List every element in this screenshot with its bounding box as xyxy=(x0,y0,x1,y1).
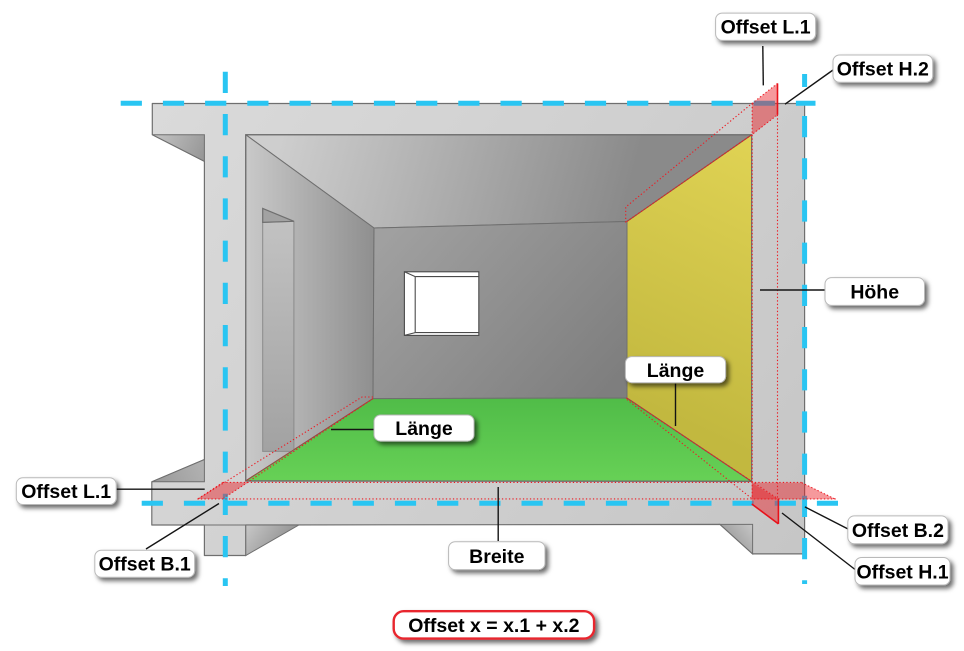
svg-text:Länge: Länge xyxy=(395,418,453,440)
svg-text:Höhe: Höhe xyxy=(850,282,899,304)
svg-text:Offset H.2: Offset H.2 xyxy=(837,58,929,80)
svg-text:Offset B.2: Offset B.2 xyxy=(852,520,944,542)
svg-text:Breite: Breite xyxy=(469,546,524,568)
svg-text:Offset x = x.1 + x.2: Offset x = x.1 + x.2 xyxy=(408,615,579,637)
svg-text:Offset B.1: Offset B.1 xyxy=(99,554,191,576)
svg-text:Länge: Länge xyxy=(647,360,705,382)
svg-text:Offset L.1: Offset L.1 xyxy=(721,17,811,39)
svg-text:Offset L.1: Offset L.1 xyxy=(21,481,111,503)
svg-text:Offset H.1: Offset H.1 xyxy=(856,561,948,583)
